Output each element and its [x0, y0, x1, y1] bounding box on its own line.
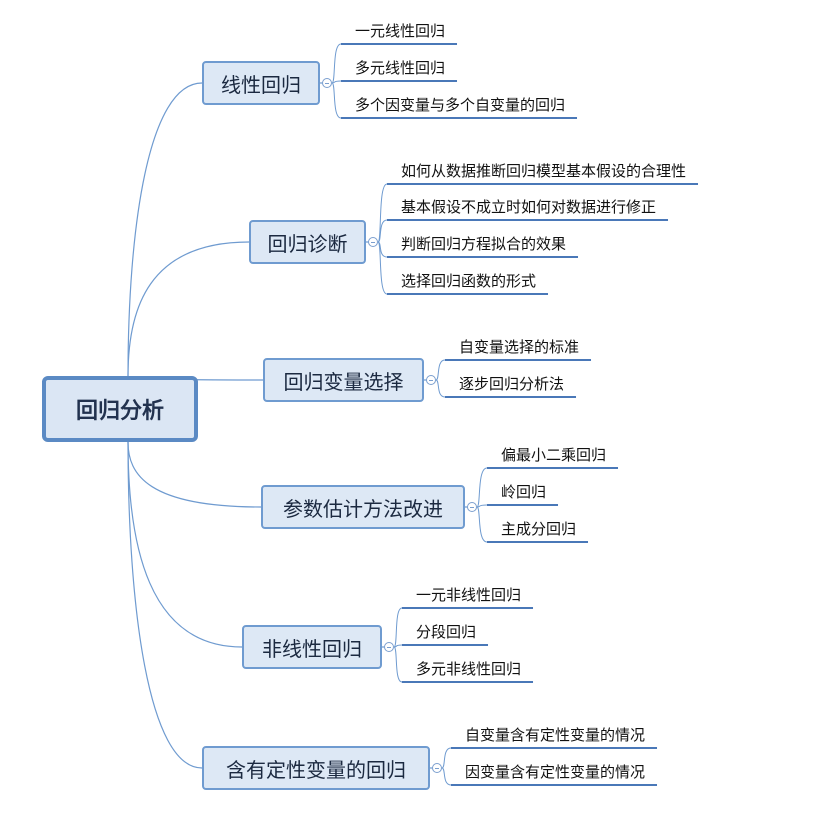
leaf-connector	[435, 359, 446, 381]
root-node[interactable]: 回归分析	[42, 376, 198, 442]
collapse-toggle-icon[interactable]	[384, 642, 394, 652]
collapse-toggle-icon[interactable]	[467, 502, 477, 512]
branch-node-parameter-estimation[interactable]: 参数估计方法改进	[261, 485, 465, 529]
leaf-connector	[377, 183, 388, 243]
leaf-node[interactable]: 偏最小二乘回归	[501, 446, 607, 464]
root-connector	[127, 82, 203, 377]
leaf-connector	[476, 467, 488, 508]
leaf-node[interactable]: 多元线性回归	[355, 59, 446, 77]
leaf-node[interactable]: 自变量选择的标准	[459, 338, 580, 356]
collapse-toggle-icon[interactable]	[368, 237, 378, 247]
root-connector	[127, 441, 203, 769]
leaf-node[interactable]: 主成分回归	[501, 520, 577, 538]
branch-node-linear-regression[interactable]: 线性回归	[202, 61, 320, 105]
leaf-connector	[476, 504, 488, 508]
leaf-connector	[331, 43, 342, 84]
leaf-connector	[331, 80, 342, 84]
branch-node-variable-selection[interactable]: 回归变量选择	[263, 358, 424, 402]
leaf-node[interactable]: 岭回归	[501, 483, 547, 501]
leaf-node[interactable]: 一元线性回归	[355, 22, 446, 40]
leaf-connector	[441, 767, 452, 786]
root-connector	[127, 441, 243, 648]
leaf-node[interactable]: 因变量含有定性变量的情况	[465, 763, 646, 781]
leaf-connector	[393, 644, 403, 648]
leaf-connector	[377, 219, 388, 243]
collapse-toggle-icon[interactable]	[322, 78, 332, 88]
branch-node-qualitative-variables[interactable]: 含有定性变量的回归	[202, 746, 430, 790]
leaf-node[interactable]: 多元非线性回归	[416, 660, 522, 678]
leaf-connector	[441, 747, 452, 769]
leaf-node[interactable]: 判断回归方程拟合的效果	[401, 235, 567, 253]
leaf-connector	[393, 646, 403, 683]
leaf-node[interactable]: 一元非线性回归	[416, 586, 522, 604]
leaf-node[interactable]: 分段回归	[416, 623, 477, 641]
leaf-connector	[377, 241, 388, 295]
leaf-node[interactable]: 基本假设不成立时如何对数据进行修正	[401, 198, 657, 216]
leaf-node[interactable]: 逐步回归分析法	[459, 375, 565, 393]
leaf-connector	[393, 607, 403, 648]
leaf-connector	[435, 379, 446, 398]
root-connector	[127, 241, 250, 377]
leaf-node[interactable]: 如何从数据推断回归模型基本假设的合理性	[401, 162, 687, 180]
leaf-connector	[476, 506, 488, 543]
branch-node-nonlinear-regression[interactable]: 非线性回归	[242, 625, 382, 669]
leaf-node[interactable]: 多个因变量与多个自变量的回归	[355, 96, 566, 114]
leaf-connector	[331, 82, 342, 119]
branch-node-regression-diagnostics[interactable]: 回归诊断	[249, 220, 366, 264]
collapse-toggle-icon[interactable]	[426, 375, 436, 385]
collapse-toggle-icon[interactable]	[432, 763, 442, 773]
leaf-node[interactable]: 自变量含有定性变量的情况	[465, 726, 646, 744]
leaf-node[interactable]: 选择回归函数的形式	[401, 272, 537, 290]
root-connector	[127, 441, 262, 508]
